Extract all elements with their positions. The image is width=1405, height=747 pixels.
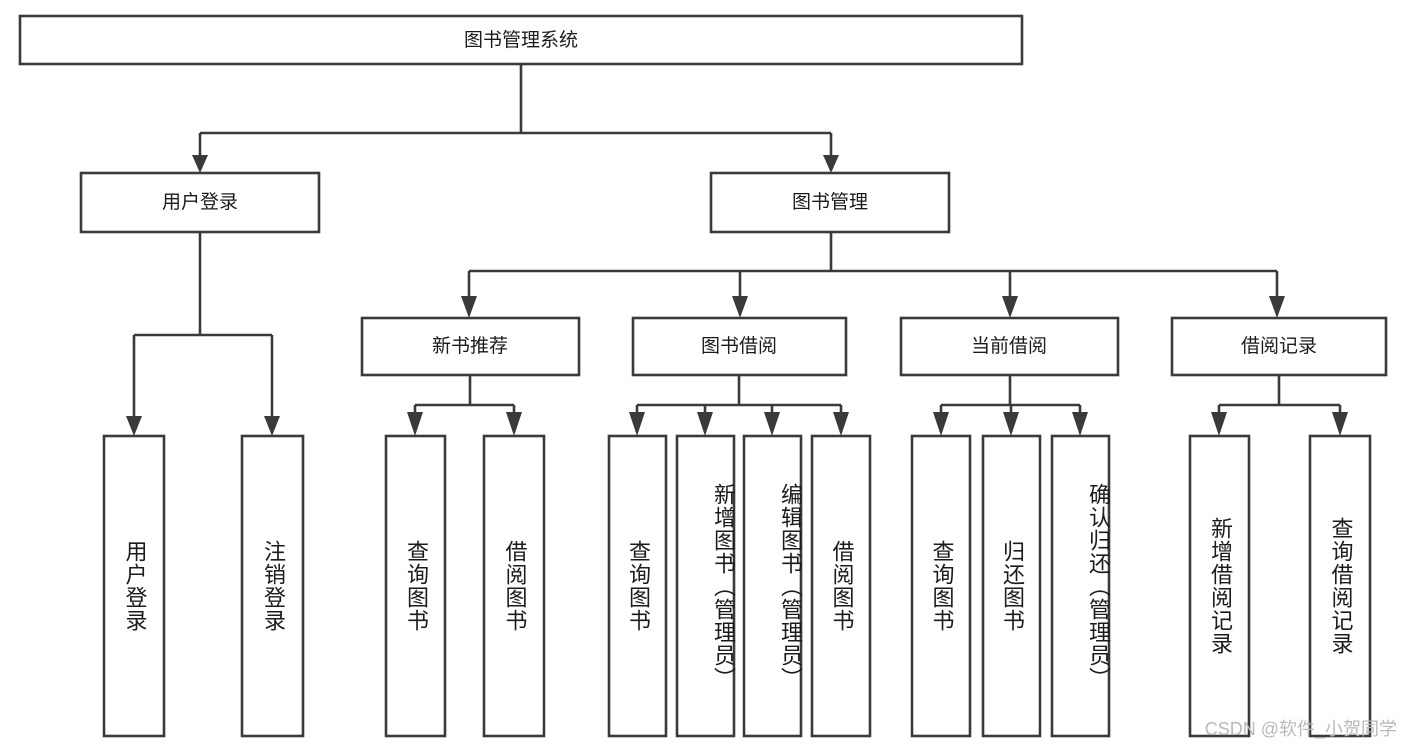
leaf-node-query-book-1[interactable] [384, 434, 447, 738]
arrowhead-to-borrow-records [1269, 296, 1285, 318]
csdn-watermark: CSDN @软件_小贺同学 [1204, 719, 1397, 739]
node-new-book-recommend[interactable]: 新书推荐 [360, 316, 581, 377]
arrowhead-to-current-borrow [1002, 296, 1018, 318]
leaf-node-logout[interactable] [240, 434, 305, 738]
arrowhead-borrow-records-leaf-2 [1332, 412, 1348, 436]
node-current-borrow[interactable]: 当前借阅 [899, 316, 1120, 377]
node-root-label: 图书管理系统 [464, 29, 578, 51]
arrowhead-current-borrow-leaf-1 [933, 412, 949, 436]
node-user-login[interactable]: 用户登录 [79, 171, 321, 234]
node-book-borrow[interactable]: 图书借阅 [631, 316, 848, 377]
node-borrow-records-label: 借阅记录 [1241, 335, 1317, 357]
arrowhead-book-borrow-leaf-3 [764, 412, 780, 436]
node-new-book-recommend-label: 新书推荐 [432, 335, 508, 357]
arrowhead-user-login-leaf-1 [126, 416, 142, 436]
leaf-node-borrow-book-1[interactable] [482, 434, 546, 738]
arrowhead-to-book-borrow [732, 296, 748, 318]
leaf-node-add-book[interactable] [675, 434, 736, 738]
leaf-node-return-book[interactable] [981, 434, 1042, 738]
arrowhead-book-borrow-leaf-4 [833, 412, 849, 436]
arrowhead-current-borrow-leaf-2 [1003, 412, 1019, 436]
arrowhead-to-new-book-recommend [461, 296, 477, 318]
leaf-node-borrow-book-2[interactable] [810, 434, 872, 738]
arrowhead-book-borrow-leaf-1 [629, 412, 645, 436]
leaf-node-user-login[interactable] [102, 434, 166, 738]
node-book-borrow-label: 图书借阅 [701, 335, 777, 357]
node-borrow-records[interactable]: 借阅记录 [1170, 316, 1388, 377]
arrowhead-current-borrow-leaf-3 [1072, 412, 1088, 436]
node-layer: 图书管理系统 用户登录 图书管理 新书推荐 图书借阅 当前 [18, 14, 1388, 738]
arrowhead-user-login-leaf-2 [264, 416, 280, 436]
node-book-manage[interactable]: 图书管理 [709, 171, 951, 234]
leaf-node-confirm-return[interactable] [1050, 434, 1111, 738]
arrowhead-borrow-records-leaf-1 [1211, 412, 1227, 436]
leaf-node-edit-book[interactable] [742, 434, 803, 738]
leaf-node-query-borrow-record[interactable] [1308, 434, 1372, 738]
node-user-login-label: 用户登录 [162, 191, 238, 213]
leaf-node-query-book-2[interactable] [607, 434, 668, 738]
arrowhead-new-book-leaf-2 [506, 412, 522, 436]
arrowhead-book-borrow-leaf-2 [697, 412, 713, 436]
node-root[interactable]: 图书管理系统 [18, 14, 1024, 66]
arrowhead-root-to-user-login [192, 155, 208, 173]
leaf-node-add-borrow-record[interactable] [1188, 434, 1251, 738]
leaf-node-query-book-3[interactable] [910, 434, 972, 738]
arrowhead-new-book-leaf-1 [407, 412, 423, 436]
node-current-borrow-label: 当前借阅 [971, 335, 1047, 357]
connector-layer [126, 64, 1348, 436]
arrowhead-root-to-book-manage [823, 155, 839, 173]
node-book-manage-label: 图书管理 [792, 191, 868, 213]
